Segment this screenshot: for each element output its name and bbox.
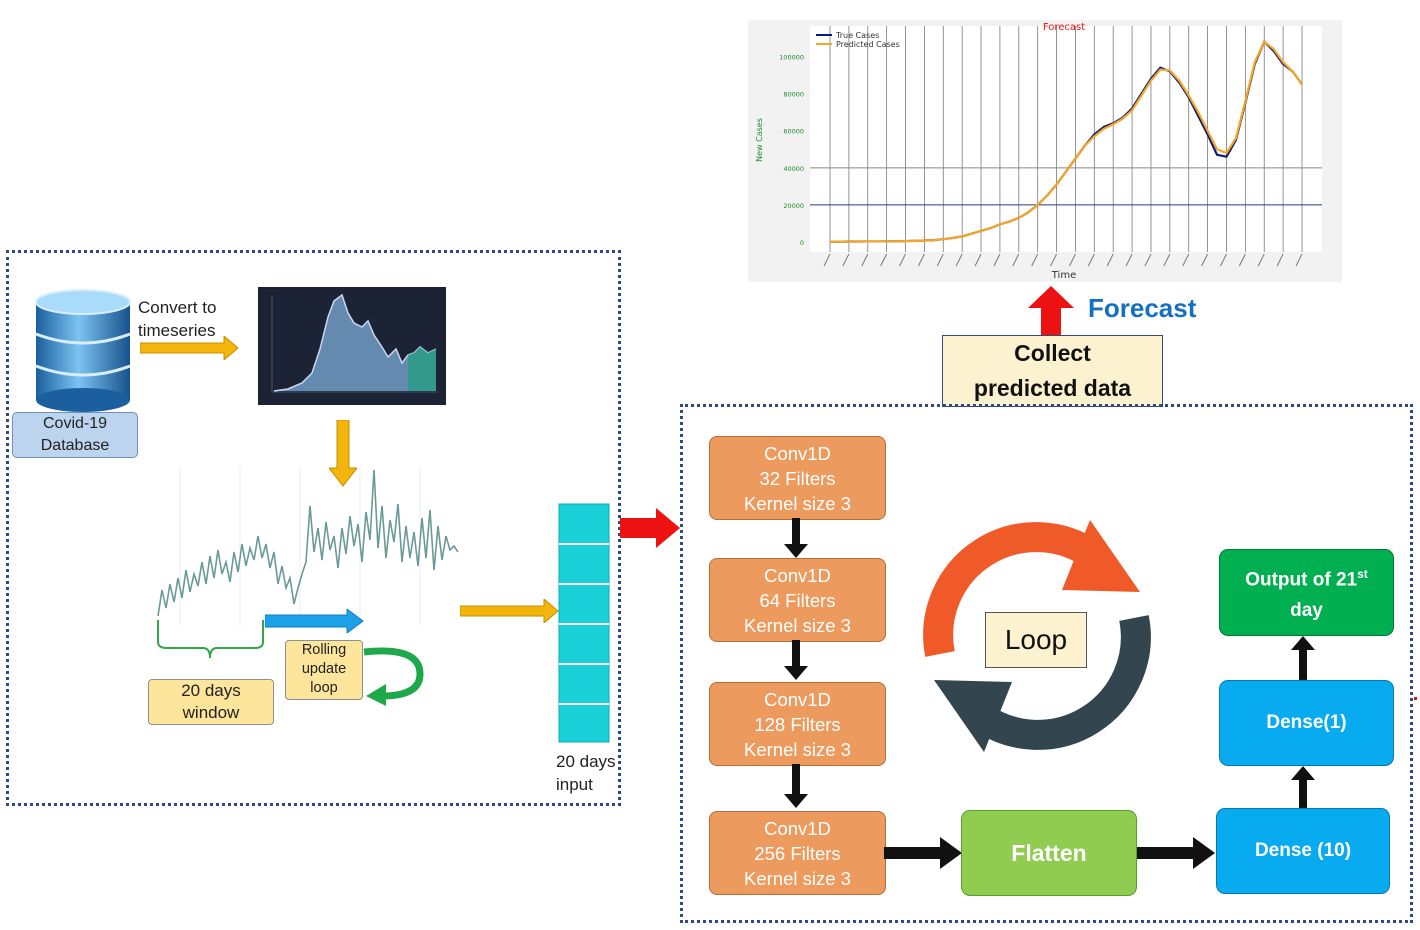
x-tick-mark (1295, 253, 1303, 267)
dense10-layer: Dense (10) (1216, 808, 1390, 894)
arrow-conv2-conv3 (784, 640, 808, 680)
x-tick-mark (917, 253, 925, 267)
rolling-loop-arrow (363, 647, 424, 706)
arrow-conv4-flatten (884, 837, 962, 869)
input-vector (558, 503, 610, 743)
x-tick-mark (1050, 253, 1058, 267)
conv-filters: 128 Filters (754, 713, 841, 735)
output-line1: Output of 21st (1245, 559, 1368, 595)
database-label: Covid-19 Database (12, 412, 138, 458)
loop-cycle-icon (923, 520, 1151, 752)
series-predicted-cases (830, 39, 1303, 243)
x-tick-mark (1144, 253, 1152, 267)
forecast-label: Forecast (1088, 293, 1197, 323)
noisy-series-chart (157, 466, 459, 626)
x-tick-mark (1182, 253, 1190, 267)
x-tick-mark (1163, 253, 1171, 267)
arrow-flatten-dense10 (1137, 837, 1215, 869)
x-tick-mark (1125, 253, 1133, 267)
arrow-to-input (460, 599, 559, 623)
arrow-dense10-dense1 (1291, 766, 1315, 808)
x-tick-mark (1220, 253, 1227, 267)
x-tick-mark (880, 253, 888, 267)
x-tick-mark (936, 253, 944, 267)
y-tick-label: 20000 (783, 202, 804, 210)
output-main: Output of 21 (1245, 569, 1358, 591)
x-tick-mark (1106, 253, 1114, 267)
conv-kernel: Kernel size 3 (744, 614, 851, 636)
window-bracket (157, 620, 264, 659)
arrow-to-model (620, 508, 680, 548)
chart-legend: True Cases Predicted Cases (816, 31, 900, 49)
conv-filters: 32 Filters (759, 467, 836, 489)
x-tick-mark (1238, 253, 1246, 267)
dense1-layer: Dense(1) (1219, 680, 1394, 766)
conv-name: Conv1D (764, 688, 831, 710)
collect-label: Collect predicted data (942, 335, 1163, 407)
x-tick-mark (823, 253, 831, 267)
y-tick-label: 100000 (779, 54, 804, 62)
stray-dot (1414, 697, 1417, 700)
x-tick-mark (1276, 253, 1284, 267)
output-line2: day (1290, 599, 1323, 621)
x-tick-mark (1201, 253, 1209, 267)
legend-true-cases: True Cases (835, 31, 879, 40)
conv1d-layer-1: Conv1D 32 Filters Kernel size 3 (709, 436, 886, 520)
conv1d-layer-3: Conv1D 128 Filters Kernel size 3 (709, 682, 886, 766)
convert-label: Convert to timeseries (138, 298, 217, 340)
conv-name: Conv1D (764, 817, 831, 839)
x-tick-mark (1068, 253, 1076, 267)
output-layer: Output of 21st day (1219, 549, 1394, 636)
arrow-forecast-up (1028, 286, 1074, 336)
y-tick-label: 80000 (783, 91, 804, 99)
arrow-dense1-output (1291, 636, 1315, 680)
model-panel (680, 404, 1413, 923)
x-tick-mark (842, 253, 850, 267)
timeseries-thumbnail (258, 287, 446, 405)
conv-filters: 256 Filters (754, 842, 841, 864)
x-tick-mark (899, 253, 906, 267)
chart-ylabel: New Cases (755, 118, 764, 162)
loop-label: Loop (985, 612, 1087, 668)
preprocessing-panel (6, 250, 621, 806)
conv-filters: 64 Filters (759, 589, 836, 611)
output-sup: st (1357, 567, 1368, 582)
flatten-layer: Flatten (961, 810, 1137, 896)
database-icon (35, 289, 131, 412)
arrow-rolling (265, 609, 364, 633)
window-label: 20 days window (148, 679, 274, 725)
x-tick-mark (1087, 253, 1095, 267)
x-tick-mark (993, 253, 1001, 267)
conv-kernel: Kernel size 3 (744, 867, 851, 889)
conv1d-layer-2: Conv1D 64 Filters Kernel size 3 (709, 558, 886, 642)
y-tick-label: 40000 (783, 165, 804, 173)
input-label: 20 days input (556, 752, 616, 794)
x-tick-mark (1012, 253, 1020, 267)
conv-kernel: Kernel size 3 (744, 738, 851, 760)
conv-kernel: Kernel size 3 (744, 492, 851, 514)
chart-xlabel: Time (1051, 270, 1076, 281)
legend-predicted-cases: Predicted Cases (836, 40, 900, 49)
rolling-label: Rolling update loop (285, 640, 363, 700)
x-tick-mark (1257, 253, 1265, 267)
x-tick-mark (861, 253, 869, 267)
y-tick-label: 60000 (783, 128, 804, 136)
y-tick-label: 0 (800, 239, 804, 247)
arrow-conv1-conv2 (784, 518, 808, 558)
arrow-convert (140, 336, 239, 360)
arrow-conv3-conv4 (784, 764, 808, 808)
forecast-chart: 0 20000 40000 60000 80000 100000 Forecast Tim… (748, 20, 1342, 282)
conv-name: Conv1D (764, 442, 831, 464)
x-tick-mark (974, 253, 982, 267)
chart-title: Forecast (1043, 22, 1085, 33)
arrow-down-yellow (329, 420, 357, 487)
conv1d-layer-4: Conv1D 256 Filters Kernel size 3 (709, 811, 886, 895)
x-tick-mark (955, 253, 963, 267)
x-tick-mark (1031, 253, 1039, 267)
conv-name: Conv1D (764, 564, 831, 586)
